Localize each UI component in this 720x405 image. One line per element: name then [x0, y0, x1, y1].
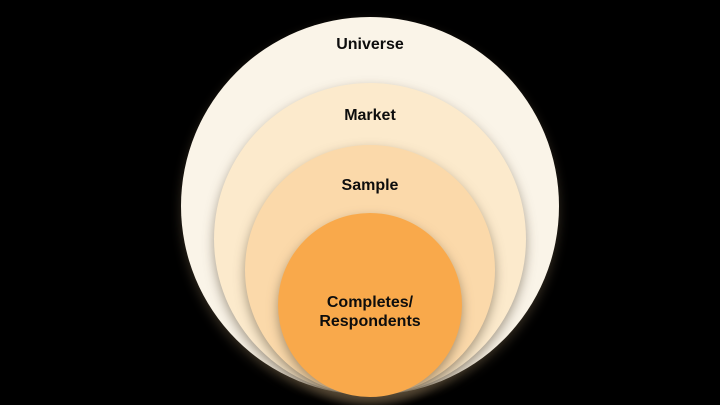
- circle-universe-label: Universe: [336, 36, 404, 53]
- circle-sample-label: Sample: [341, 177, 399, 194]
- circle-completes-label-line1: Completes/: [326, 294, 414, 311]
- circle-completes-respondents: Completes/ Respondents: [278, 213, 462, 397]
- circle-completes-label: Completes/ Respondents: [278, 213, 462, 331]
- circle-market-label: Market: [344, 107, 396, 124]
- circle-completes-label-line2: Respondents: [319, 313, 421, 330]
